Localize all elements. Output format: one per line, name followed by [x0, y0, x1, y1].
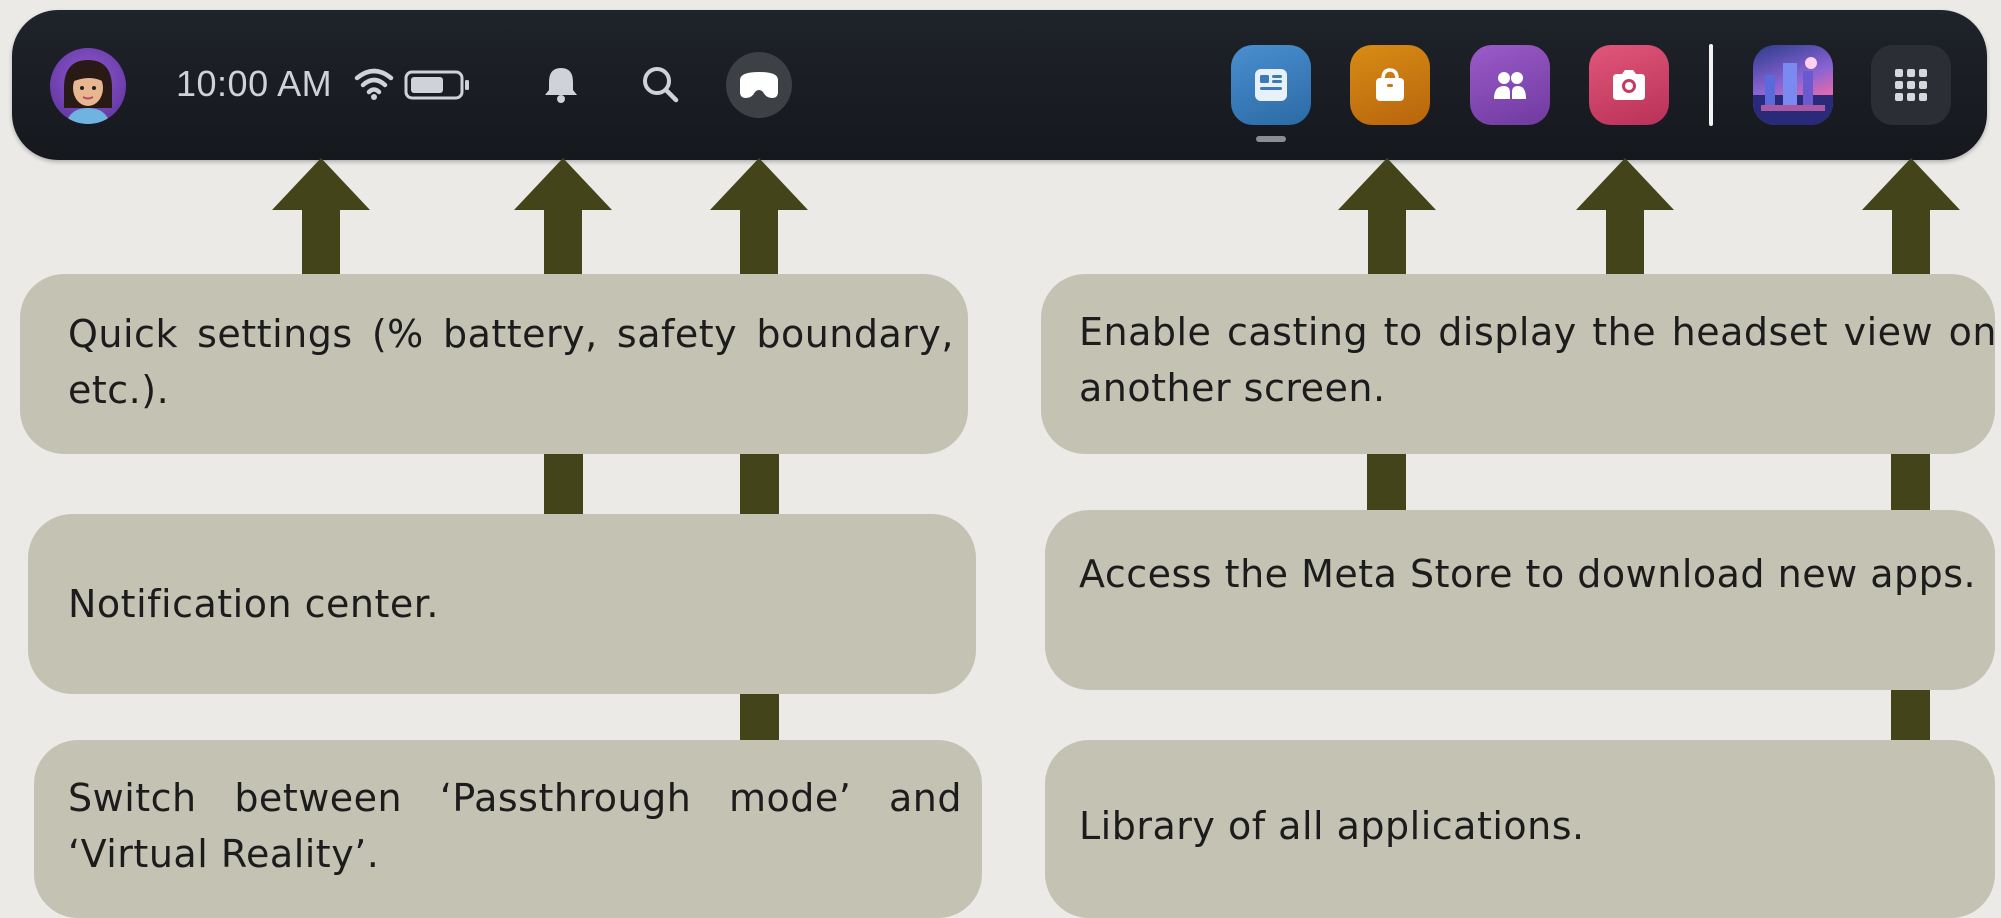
arrow-casting: [1576, 158, 1674, 276]
callout-library-text: Library of all applications.: [1079, 804, 1585, 848]
grid-icon: [1895, 69, 1927, 101]
camera-glyph-icon: [1613, 70, 1645, 100]
game-artwork-icon: [1753, 57, 1833, 125]
avatar-face-icon: [64, 60, 112, 124]
dashboard-glyph-icon: [1255, 69, 1287, 101]
connector-notifications: [544, 450, 583, 516]
wifi-icon: [354, 68, 394, 100]
arrow-store: [1338, 158, 1436, 276]
arrow-quick-settings: [272, 158, 370, 276]
game-app-icon[interactable]: [1753, 45, 1833, 125]
search-icon[interactable]: [640, 64, 680, 104]
arrow-library: [1862, 158, 1960, 276]
shopping-bag-icon: [1376, 68, 1404, 101]
passthrough-toggle-button[interactable]: [726, 52, 792, 118]
callout-passthrough-text: Switch between ‘Passthrough mode’ and ‘V…: [68, 776, 962, 876]
callout-quick-settings: Quick settings (% battery, safety bounda…: [20, 274, 968, 454]
callout-library: Library of all applications.: [1045, 740, 1995, 918]
connector-library-1: [1891, 450, 1930, 512]
connector-passthrough-2: [740, 690, 779, 740]
arrow-notifications: [514, 158, 612, 276]
dashboard-app-icon[interactable]: [1231, 45, 1311, 125]
callout-casting: Enable casting to display the headset vi…: [1041, 274, 1997, 454]
battery-icon: [404, 70, 469, 100]
store-app-icon[interactable]: [1350, 45, 1430, 125]
connector-passthrough-1: [740, 450, 779, 516]
connector-store: [1367, 450, 1406, 512]
people-app-icon[interactable]: [1470, 45, 1550, 125]
callout-casting-text: Enable casting to display the headset vi…: [1079, 310, 1997, 410]
callout-notifications-text: Notification center.: [68, 582, 439, 626]
arrow-passthrough: [710, 158, 808, 276]
callout-store: Access the Meta Store to download new ap…: [1045, 510, 1995, 690]
avatar[interactable]: [50, 48, 126, 124]
callout-notifications: Notification center.: [28, 514, 976, 694]
people-glyph-icon: [1494, 72, 1526, 99]
callout-passthrough: Switch between ‘Passthrough mode’ and ‘V…: [34, 740, 982, 918]
running-indicator: [1256, 136, 1286, 142]
camera-app-icon[interactable]: [1589, 45, 1669, 125]
bell-icon[interactable]: [542, 64, 580, 104]
headset-icon: [740, 72, 778, 98]
callout-store-text: Access the Meta Store to download new ap…: [1079, 552, 1977, 596]
taskbar-divider: [1709, 44, 1713, 126]
app-library-icon[interactable]: [1871, 45, 1951, 125]
callout-quick-settings-text: Quick settings (% battery, safety bounda…: [68, 312, 954, 412]
connector-library-2: [1891, 686, 1930, 740]
clock: 10:00 AM: [176, 63, 333, 104]
